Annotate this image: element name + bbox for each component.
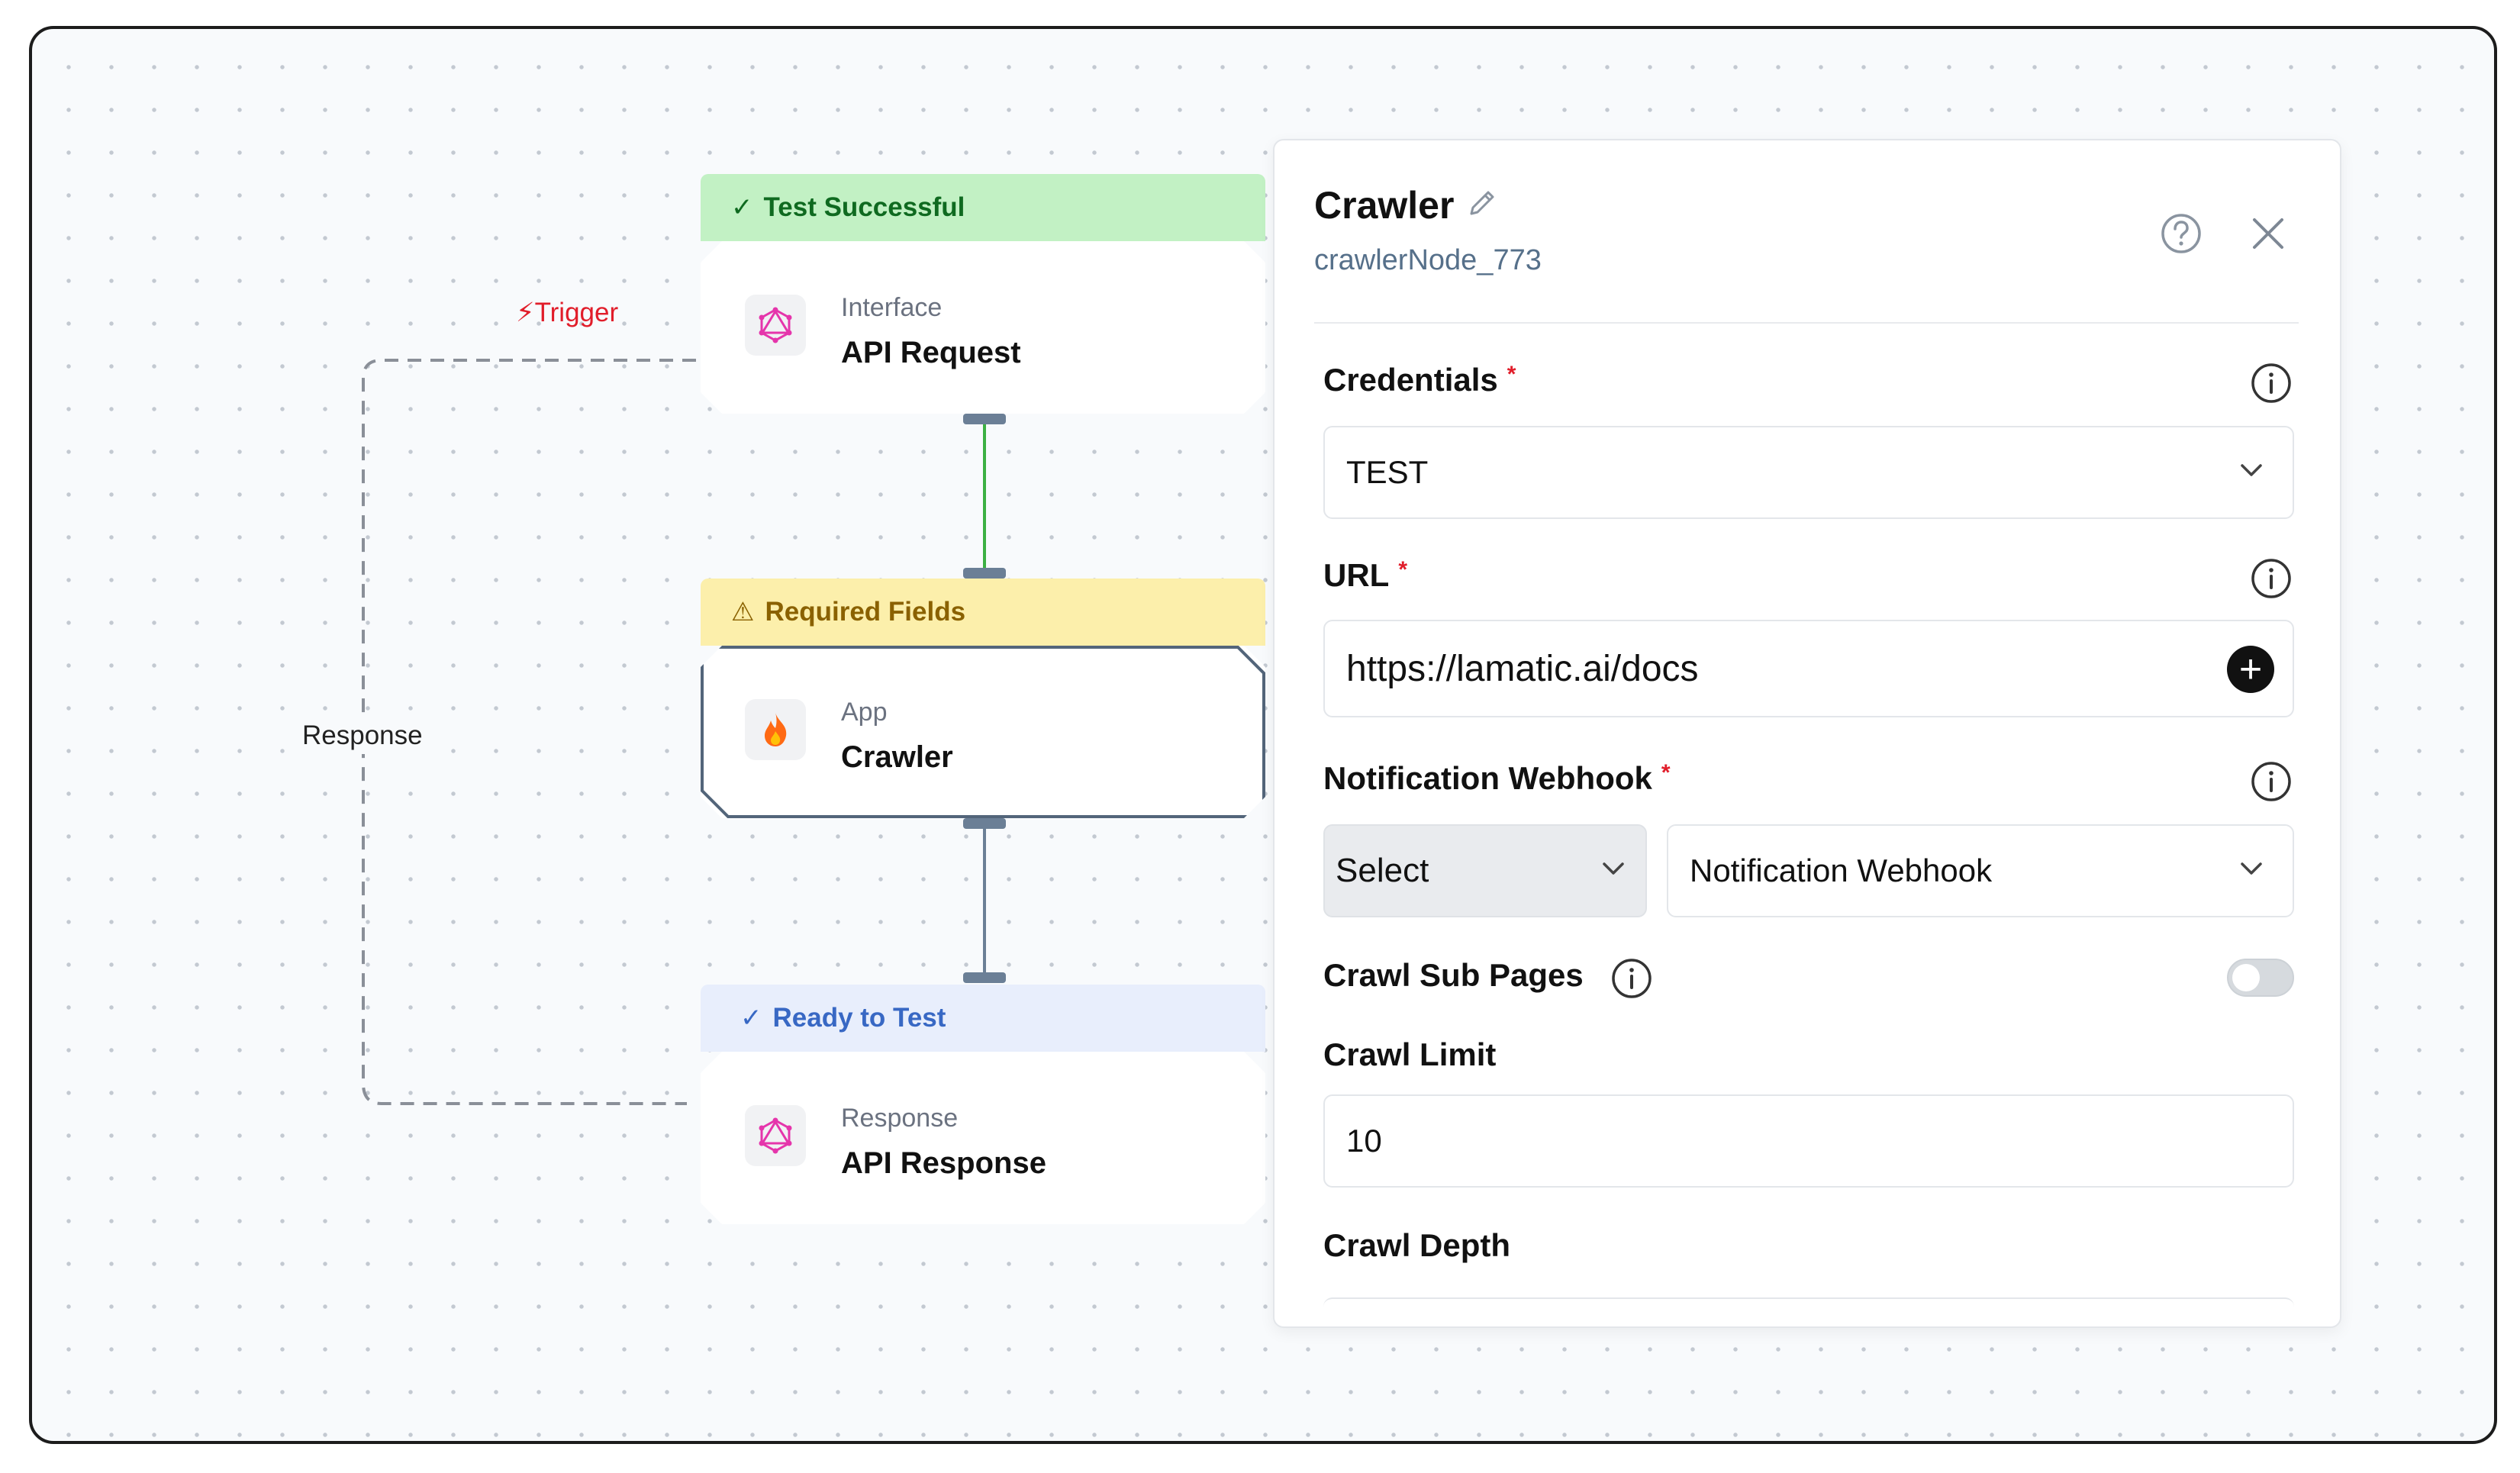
node-status-text: Required Fields [765,597,966,627]
chevron-down-icon [2241,464,2262,476]
panel-title: Crawler [1314,184,1455,227]
url-input[interactable]: https://lamatic.ai/docs + [1323,620,2294,717]
chevron-down-icon [2241,862,2262,875]
crawl-limit-label: Crawl Limit [1323,1036,1497,1072]
node-status-ready: ✓ Ready to Test [701,985,1265,1052]
node-body[interactable]: Interface API Request [701,241,1265,414]
crawl-limit-input[interactable]: 10 [1323,1094,2294,1188]
info-icon[interactable] [1610,957,1653,1004]
panel-node-id: crawlerNode_773 [1314,244,1542,276]
credentials-value: TEST [1346,454,1429,490]
node-crawler[interactable]: ⚠ Required Fields App Crawler [701,579,1265,818]
required-marker: * [1507,362,1516,387]
check-icon: ✓ [731,193,753,222]
crawl-sub-pages-toggle[interactable] [2227,959,2294,997]
toggle-knob [2232,964,2260,991]
url-label: URL * [1323,557,1407,594]
webhook-select[interactable]: Notification Webhook [1667,824,2294,917]
required-marker: * [1661,760,1671,785]
graphql-icon [745,1105,806,1166]
webhook-value: Notification Webhook [1690,853,1993,888]
node-status-success: ✓ Test Successful [701,174,1265,241]
node-api-request[interactable]: ✓ Test Successful Interface API Request [701,174,1265,414]
credentials-select[interactable]: TEST [1323,426,2294,519]
info-icon[interactable] [2250,760,2293,807]
crawl-depth-label: Crawl Depth [1323,1227,1511,1263]
help-circle-icon[interactable] [2160,212,2203,259]
crawl-depth-input[interactable] [1323,1297,2294,1326]
node-type: App [841,698,888,727]
close-icon[interactable] [2248,214,2288,257]
credentials-label: Credentials * [1323,362,1516,398]
chevron-down-icon [1603,862,1624,875]
webhook-label-text: Notification Webhook [1323,760,1652,796]
node-body[interactable]: App Crawler [701,646,1265,818]
node-config-panel: Crawler crawlerNode_773 Credentials * TES… [1273,139,2341,1328]
node-api-response[interactable]: ✓ Ready to Test Response API Response [701,985,1265,1224]
add-variable-button[interactable]: + [2227,646,2274,693]
node-type: Interface [841,293,943,322]
info-icon[interactable] [2250,362,2293,408]
pencil-icon[interactable] [1465,186,1499,224]
node-status-text: Ready to Test [772,1003,946,1033]
response-edge-label: Response [302,717,423,754]
node-title: API Response [841,1146,1046,1180]
node-type: Response [841,1104,959,1133]
node-title: Crawler [841,740,953,774]
crawl-sub-pages-label: Crawl Sub Pages [1323,957,1584,993]
url-label-text: URL [1323,557,1390,593]
webhook-source-value: Select [1336,852,1429,889]
webhook-label: Notification Webhook * [1323,760,1671,797]
info-icon[interactable] [2250,557,2293,604]
check-icon: ✓ [740,1004,762,1033]
warning-triangle-icon: ⚠ [731,598,755,627]
panel-divider [1314,322,2299,324]
node-title: API Request [841,336,1021,369]
webhook-source-select[interactable]: Select [1323,824,1647,917]
node-status-text: Test Successful [763,192,965,222]
node-status-warning: ⚠ Required Fields [701,579,1265,646]
flame-icon [745,699,806,760]
required-marker: * [1398,557,1408,582]
node-body[interactable]: Response API Response [701,1052,1265,1224]
url-value: https://lamatic.ai/docs [1346,648,1699,689]
crawl-limit-value: 10 [1346,1123,1382,1159]
trigger-edge-label: ⚡Trigger [516,298,619,327]
credentials-label-text: Credentials [1323,362,1498,398]
graphql-icon [745,295,806,356]
